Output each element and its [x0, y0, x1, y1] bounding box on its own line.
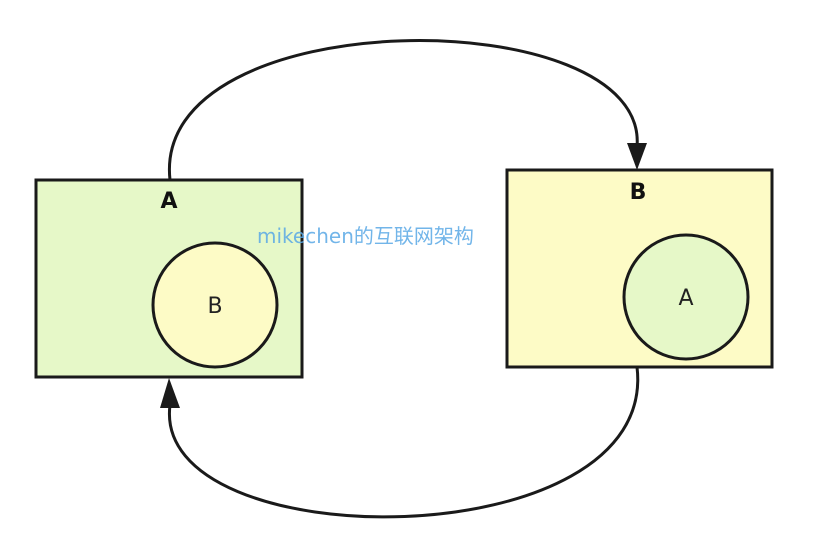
box-b-title: B: [630, 180, 647, 205]
arrow-b-to-a: [160, 366, 640, 519]
box-b: B A: [505, 168, 774, 369]
arrow-a-to-b: [168, 39, 647, 181]
box-a-title: A: [160, 189, 177, 214]
box-b-inner-circle-label: A: [678, 286, 693, 311]
arrow-b-to-a-line: [168, 366, 640, 519]
arrow-a-to-b-line: [168, 39, 639, 181]
box-a-inner-circle: [151, 241, 279, 369]
arrow-b-to-a-head: [160, 378, 180, 408]
box-b-inner-circle: [622, 233, 750, 361]
watermark-text: mikechen的互联网架构: [257, 224, 474, 248]
arrow-a-to-b-head: [627, 143, 647, 170]
box-a-inner-circle-label: B: [207, 294, 222, 319]
box-a: A B: [34, 178, 304, 379]
